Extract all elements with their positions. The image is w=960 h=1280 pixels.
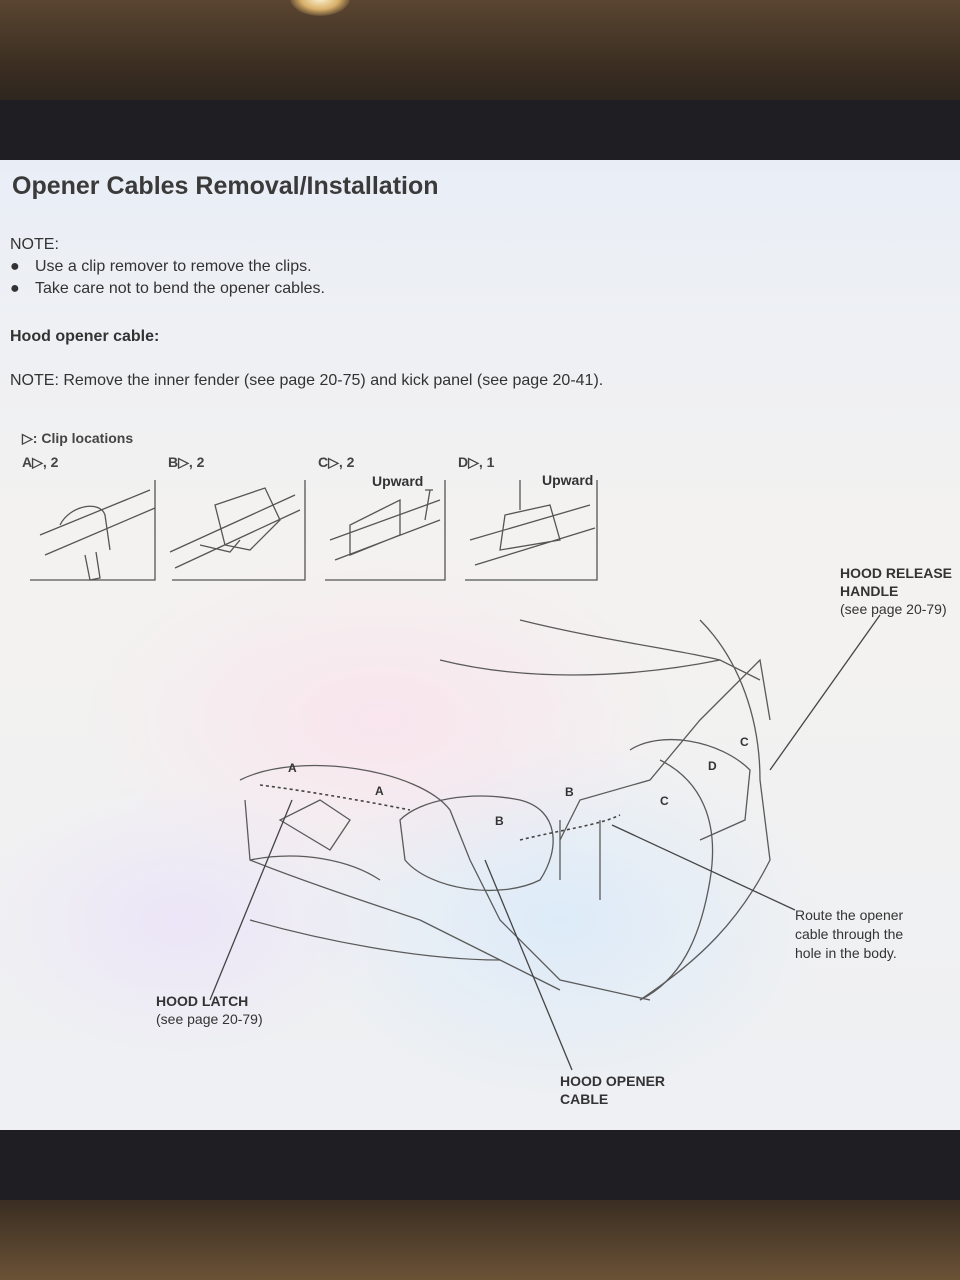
callout-hood-opener-cable: HOOD OPENER CABLE (560, 1073, 666, 1107)
clip-panel-b (169, 480, 306, 581)
diagram-svg: A A B B C C D (30, 480, 881, 1071)
lamp-glare (290, 0, 350, 16)
note-bullet: ●Take care not to bend the opener cables… (10, 280, 325, 297)
diagram-letter-d: D (708, 759, 717, 773)
page-title: Opener Cables Removal/Installation (12, 172, 439, 200)
upward-label-d: Upward (542, 472, 594, 488)
clip-label-c: C▷, 2 (318, 454, 355, 470)
diagram-letter-b1: B (565, 785, 574, 799)
clip-panel-c (325, 480, 446, 581)
note-inner-fender: NOTE: Remove the inner fender (see page … (10, 372, 604, 389)
diagram-letter-a2: A (375, 784, 384, 798)
callout-route-cable: Route the opener cable through the hole … (795, 907, 904, 961)
diagram-letter-c1: C (740, 735, 749, 749)
triangle-icon: ▷ (22, 430, 33, 446)
upward-label-c: Upward (372, 473, 424, 489)
note-bullet: ●Use a clip remover to remove the clips. (10, 258, 312, 275)
clip-label-d: D▷, 1 (458, 454, 495, 470)
callout-hood-release-handle: HOOD RELEASE HANDLE (see page 20-79) (840, 565, 953, 617)
diagram-letter-a1: A (288, 761, 297, 775)
clip-panel-a (30, 480, 156, 581)
manual-page: A A B B C C D Opener Cables Removal/Inst… (0, 160, 960, 1130)
note-label: NOTE: (10, 236, 59, 253)
room-background (0, 0, 960, 110)
car-outline (239, 619, 771, 1001)
diagram-letter-c2: C (660, 794, 669, 808)
bullet-icon: ● (10, 258, 20, 275)
clip-panel-d (465, 480, 598, 581)
clip-label-a: A▷, 2 (22, 454, 59, 470)
clip-label-b: B▷, 2 (168, 454, 205, 470)
desk-surface (0, 1200, 960, 1280)
bullet-icon: ● (10, 280, 20, 297)
clip-locations-heading: ▷: Clip locations (22, 430, 134, 446)
callout-hood-latch: HOOD LATCH (see page 20-79) (156, 993, 263, 1027)
note-bullets: ●Use a clip remover to remove the clips.… (10, 258, 325, 302)
cable-path (259, 784, 621, 841)
section-heading: Hood opener cable: (10, 328, 160, 345)
diagram-letter-b2: B (495, 814, 504, 828)
